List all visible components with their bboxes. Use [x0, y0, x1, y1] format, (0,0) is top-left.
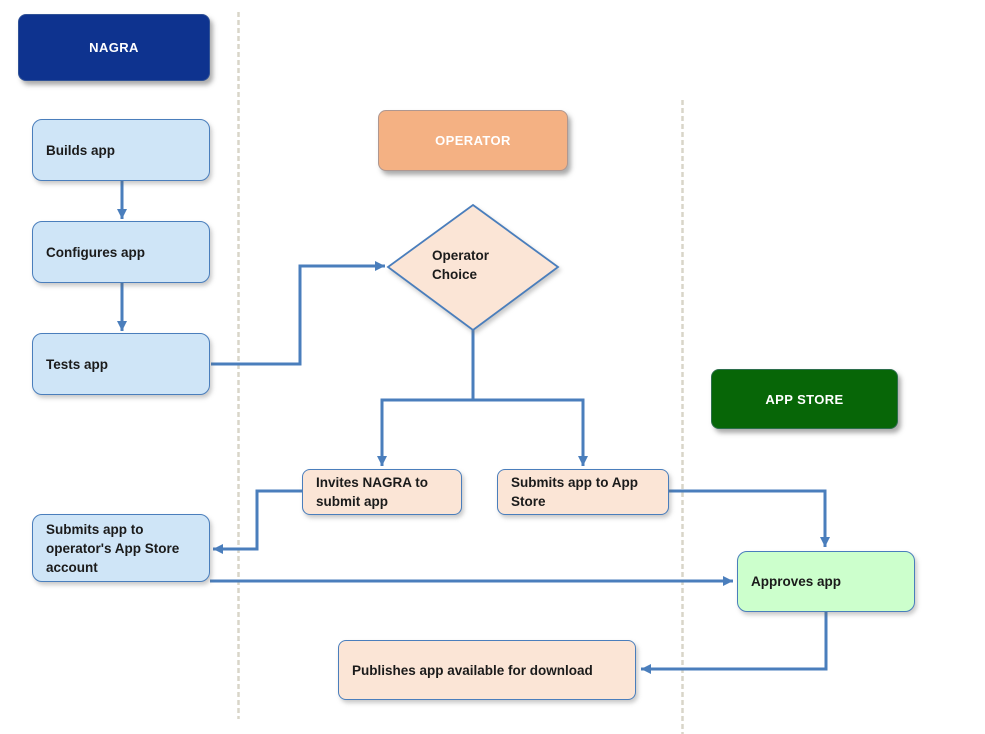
arrow-choice-to-invites: [377, 398, 473, 466]
lane-header-appstore-label: APP STORE: [765, 391, 844, 407]
decision-operator-choice-label: Operator Choice: [432, 248, 490, 282]
lane-header-operator-label: OPERATOR: [435, 133, 511, 148]
step-invites-nagra-label: Invites NAGRA to submit app: [316, 475, 429, 509]
step-tests-app-label: Tests app: [46, 356, 109, 372]
arrow-approves-to-publishes: [641, 612, 828, 674]
step-builds-app: Builds app: [32, 119, 210, 181]
arrow-tests-to-choice: [211, 261, 385, 366]
step-publishes-app: Publishes app available for download: [338, 640, 636, 700]
arrow-invites-to-submits-operator: [213, 489, 302, 554]
arrow-choice-to-submits-appstore: [473, 398, 588, 466]
step-publishes-app-label: Publishes app available for download: [352, 662, 593, 678]
step-approves-app: Approves app: [737, 551, 915, 612]
step-invites-nagra: Invites NAGRA to submit app: [302, 469, 462, 515]
step-configures-app-label: Configures app: [46, 244, 146, 260]
step-builds-app-label: Builds app: [46, 142, 116, 158]
lane-header-nagra: NAGRA: [18, 14, 210, 81]
arrow-submits-appstore-to-approves: [669, 489, 830, 547]
lane-header-nagra-label: NAGRA: [89, 40, 139, 55]
step-submits-app-store: Submits app to App Store: [497, 469, 669, 515]
operator-choice-diamond: [386, 203, 560, 332]
lane-header-appstore: APP STORE: [711, 369, 898, 429]
step-submits-app-store-label: Submits app to App Store: [511, 475, 638, 509]
step-submits-app-operator-account: Submits app to operator's App Store acco…: [32, 514, 210, 582]
step-approves-app-label: Approves app: [751, 574, 842, 589]
lane-header-operator: OPERATOR: [378, 110, 568, 171]
step-configures-app: Configures app: [32, 221, 210, 283]
step-tests-app: Tests app: [32, 333, 210, 395]
step-submits-app-operator-account-label: Submits app to operator's App Store acco…: [46, 521, 180, 575]
